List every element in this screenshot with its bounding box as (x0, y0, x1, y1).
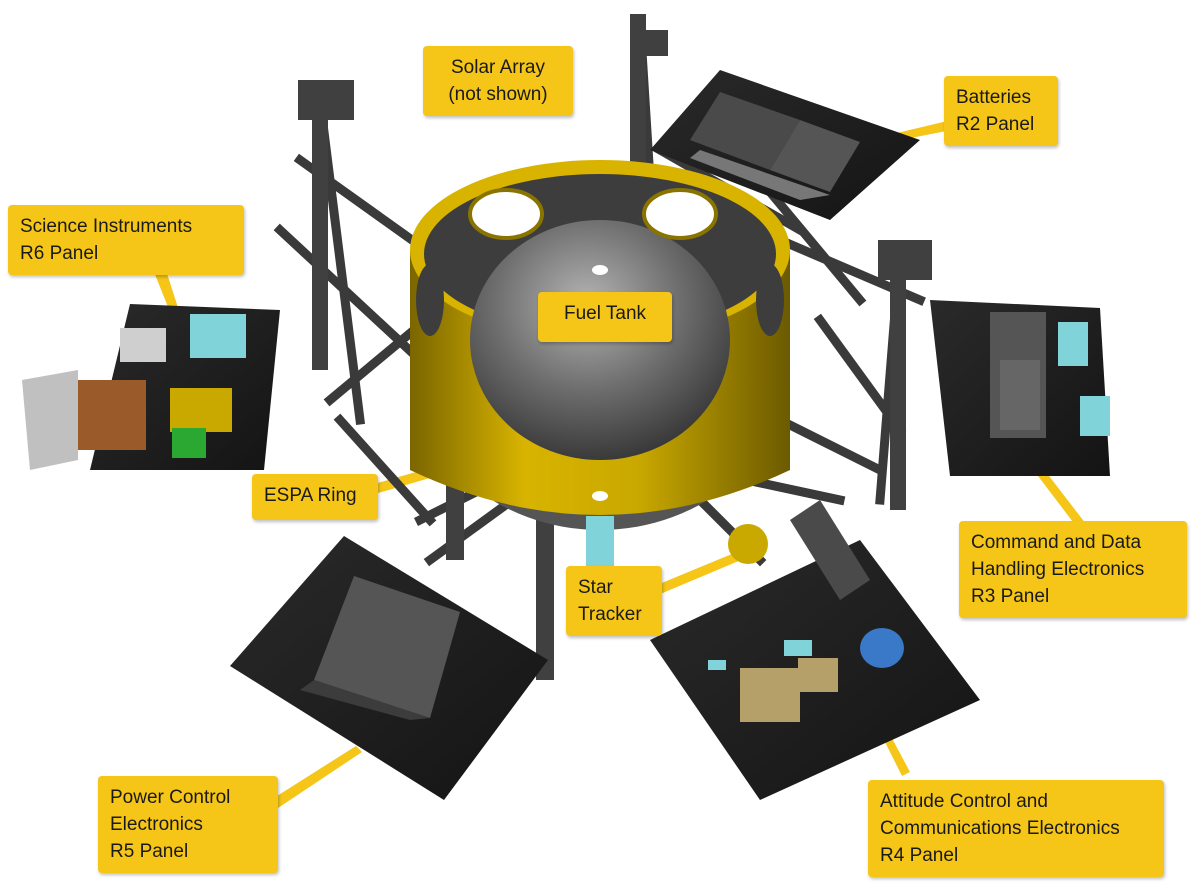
label-fuel-tank: Fuel Tank (538, 292, 672, 342)
label-batteries: Batteries R2 Panel (944, 76, 1058, 146)
label-science-instruments: Science Instruments R6 Panel (8, 205, 244, 275)
espa-ring-assembly (410, 160, 790, 530)
label-attitude-control: Attitude Control and Communications Elec… (868, 780, 1164, 877)
label-command-data: Command and Data Handling Electronics R3… (959, 521, 1187, 618)
batteries-panel (650, 70, 920, 220)
attitude-panel (650, 500, 980, 800)
science-panel (22, 304, 280, 470)
label-power-control: Power Control Electronics R5 Panel (98, 776, 278, 873)
star-tracker (586, 516, 768, 566)
power-panel (230, 536, 548, 800)
label-espa-ring: ESPA Ring (252, 474, 378, 520)
label-star-tracker: Star Tracker (566, 566, 662, 636)
command-panel (930, 300, 1110, 476)
label-solar-array: Solar Array (not shown) (423, 46, 573, 116)
